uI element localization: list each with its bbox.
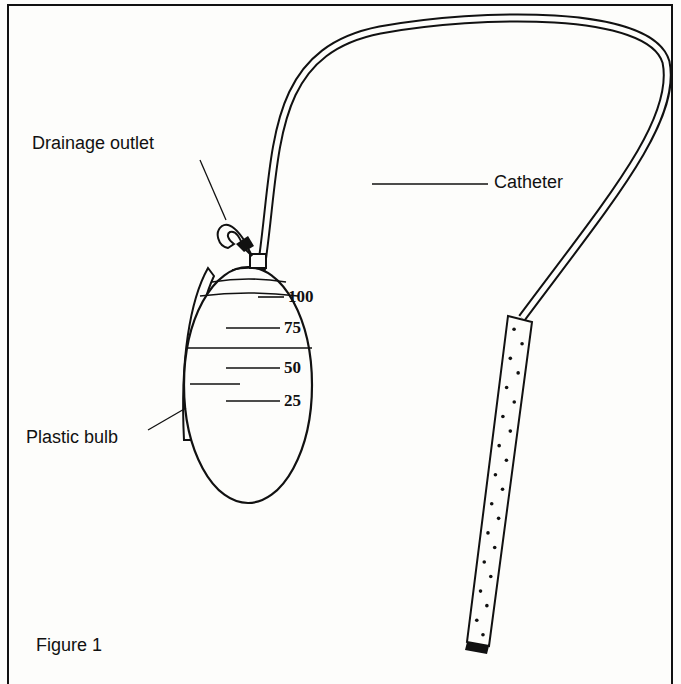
volume-mark: 25 <box>284 392 301 411</box>
part-label: Catheter <box>494 173 563 193</box>
bulb-rings <box>200 268 298 296</box>
perforated-drain <box>467 316 532 646</box>
volume-mark: 50 <box>284 359 301 378</box>
figure-caption: Figure 1 <box>36 636 102 656</box>
volume-mark: 100 <box>288 288 314 307</box>
drain-tip <box>465 642 489 654</box>
graduation-marks <box>186 297 312 401</box>
figure-frame <box>8 5 672 684</box>
volume-mark: 75 <box>284 319 301 338</box>
leader-line <box>200 160 226 220</box>
leader-line <box>148 408 186 430</box>
catheter-tube-inner <box>262 18 667 318</box>
leader-line <box>372 183 488 185</box>
catheter-tube <box>262 18 667 318</box>
bulb-neck <box>250 254 266 268</box>
part-label: Drainage outlet <box>32 134 154 154</box>
drain-holes <box>475 327 524 636</box>
outlet-cap <box>236 236 254 252</box>
part-label: Plastic bulb <box>26 428 118 448</box>
